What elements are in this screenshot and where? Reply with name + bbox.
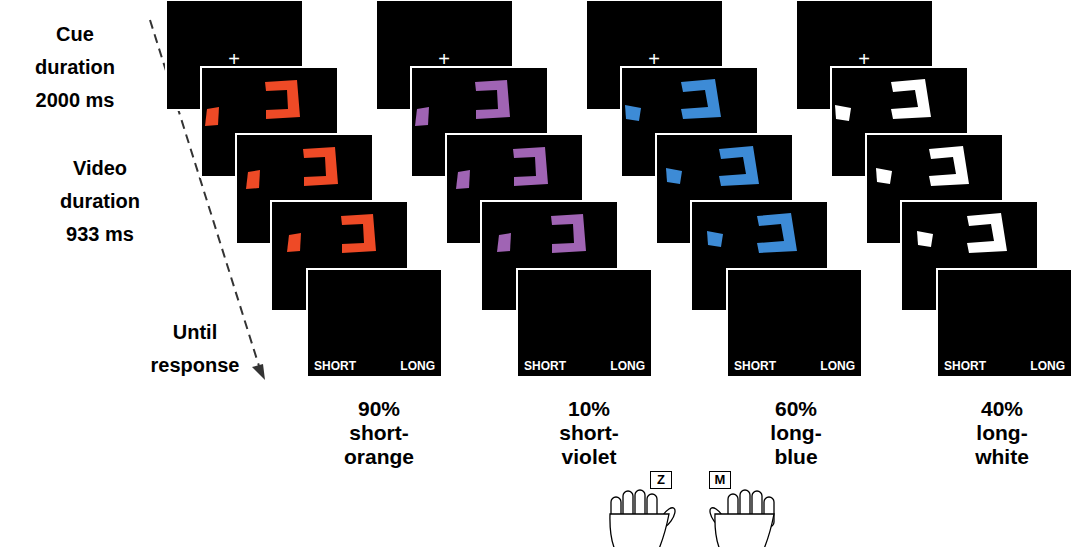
fixation-cross: +	[224, 47, 244, 71]
condition-label: 40% long-white	[975, 397, 1029, 469]
bracket-shape	[681, 79, 721, 119]
key-letter: M	[710, 472, 730, 487]
condition-label: 60% long-blue	[770, 397, 821, 469]
moving-shape	[917, 231, 933, 247]
bracket-shape	[967, 213, 1007, 253]
moving-shape	[287, 233, 301, 252]
condition-label: 10% short-violet	[559, 397, 618, 469]
response-screen: SHORT LONG	[936, 268, 1073, 378]
moving-shape	[456, 170, 470, 189]
bracket-shape	[265, 80, 300, 119]
fixation-cross: +	[854, 47, 874, 71]
fixation-cross: +	[434, 47, 454, 71]
condition-label: 90% short-orange	[344, 397, 414, 469]
bracket-shape	[719, 146, 759, 186]
response-option: SHORT	[734, 359, 776, 373]
moving-shape	[246, 170, 260, 189]
bracket-shape	[891, 79, 931, 119]
bracket-shape	[341, 214, 376, 253]
response-screen: SHORT LONG	[516, 268, 653, 378]
fixation-cross: +	[644, 47, 664, 71]
response-screen: SHORT LONG	[306, 268, 443, 378]
moving-shape	[205, 107, 219, 126]
moving-shape	[876, 168, 892, 184]
bracket-shape	[929, 146, 969, 186]
phase-label: Until response	[140, 316, 250, 382]
key-letter: Z	[651, 472, 671, 487]
keyboard-key: M	[709, 471, 731, 489]
response-screen: SHORT LONG	[726, 268, 863, 378]
bracket-shape	[757, 213, 797, 253]
bracket-shape	[551, 214, 586, 253]
moving-shape	[707, 231, 723, 247]
response-option: SHORT	[314, 359, 356, 373]
phase-label: Video duration 933 ms	[45, 152, 155, 251]
hand-icon	[610, 490, 678, 547]
hand-icon	[707, 490, 774, 547]
moving-shape	[666, 168, 682, 184]
arrow-head	[252, 364, 265, 380]
moving-shape	[835, 105, 851, 121]
moving-shape	[497, 233, 511, 252]
response-option: LONG	[820, 359, 855, 373]
moving-shape	[625, 105, 641, 121]
response-option: SHORT	[524, 359, 566, 373]
keyboard-key: Z	[650, 471, 672, 489]
bracket-shape	[475, 80, 510, 119]
bracket-shape	[303, 147, 338, 186]
phase-label: Cue duration 2000 ms	[20, 18, 130, 117]
bracket-shape	[513, 147, 548, 186]
moving-shape	[415, 107, 429, 126]
response-option: SHORT	[944, 359, 986, 373]
response-option: LONG	[400, 359, 435, 373]
response-option: LONG	[610, 359, 645, 373]
response-option: LONG	[1030, 359, 1065, 373]
